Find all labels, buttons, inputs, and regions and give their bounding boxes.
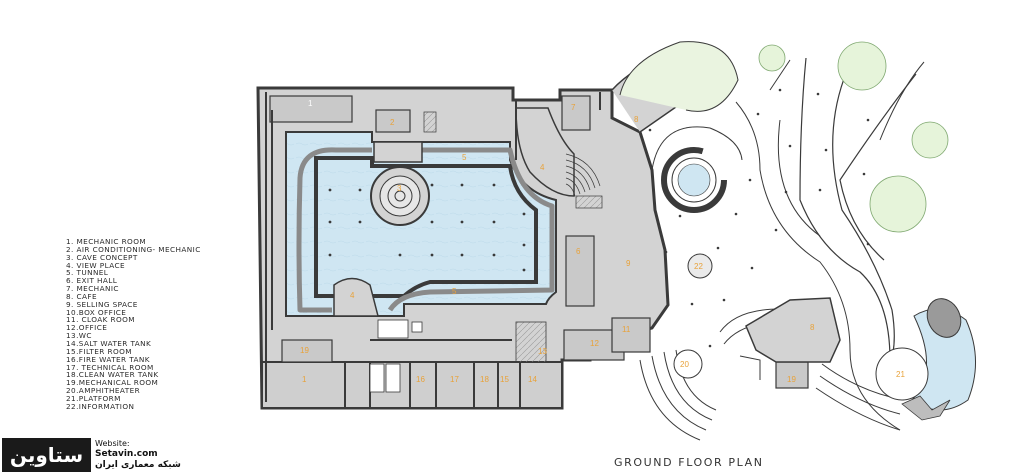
- room-number: 15: [500, 375, 509, 384]
- legend-item: 13.WC: [66, 331, 92, 341]
- room-number: 18: [480, 375, 489, 384]
- room-number: 16: [416, 375, 425, 384]
- legend-item: 6. EXIT HALL: [66, 276, 118, 286]
- legend-item: 15.FILTER ROOM: [66, 346, 132, 356]
- room-number: 17: [450, 375, 459, 384]
- room-number-labels: 1 2 3 4 4 5 5 6 7 8 8 9 11 12 13 14 15 1…: [300, 99, 905, 384]
- outdoor-curves: [611, 41, 925, 431]
- room-number: 4: [540, 163, 545, 172]
- room-number: 13: [538, 347, 547, 356]
- room-number: 5: [452, 287, 457, 296]
- tunnel-path: [296, 147, 555, 313]
- information-kiosk: [687, 253, 713, 279]
- legend-item: 5. TUNNEL: [66, 268, 109, 278]
- legend-item: 16.FIRE WATER TANK: [66, 354, 150, 364]
- trees: [758, 41, 949, 233]
- view-place: [333, 107, 575, 317]
- rooms: [269, 95, 809, 389]
- legend-item: 7. MECHANIC: [66, 284, 119, 294]
- walls: [265, 92, 601, 408]
- legend-item: 2. AIR CONDITIONING- MECHANIC: [66, 244, 201, 254]
- legend-item: 21.PLATFORM: [66, 393, 121, 403]
- amphitheater-stage: [673, 349, 703, 379]
- cave-concept: [370, 141, 430, 226]
- website-tagline: شبکه معماری ایران: [95, 460, 181, 470]
- cafe-block: [745, 297, 841, 363]
- wc-block: [369, 319, 547, 393]
- legend-item: 10.BOX OFFICE: [66, 307, 127, 317]
- room-number: 9: [626, 259, 631, 268]
- legend-item: 11. CLOAK ROOM: [66, 315, 135, 325]
- legend-item: 12.OFFICE: [66, 323, 108, 333]
- room-number: 8: [810, 323, 815, 332]
- plan-title: GROUND FLOOR PLAN: [614, 456, 764, 469]
- legend-item: 20.AMPHITHEATER: [66, 386, 141, 396]
- room-number: 6: [576, 247, 581, 256]
- legend-item: 4. VIEW PLACE: [66, 260, 125, 270]
- room-legend: 1. MECHANIC ROOM 2. AIR CONDITIONING- ME…: [66, 238, 201, 411]
- legend-item: 9. SELLING SPACE: [66, 299, 138, 309]
- room-number: 22: [694, 262, 703, 271]
- room-number: 19: [300, 346, 309, 355]
- legend-item: 18.CLEAN WATER TANK: [66, 370, 159, 380]
- room-number: 20: [680, 360, 689, 369]
- room-number: 19: [787, 375, 796, 384]
- room-number: 1: [308, 99, 313, 108]
- room-number: 2: [390, 118, 395, 127]
- room-number: 4: [350, 291, 355, 300]
- site-dots: [648, 88, 870, 348]
- legend-item: 3. CAVE CONCEPT: [66, 252, 138, 262]
- room-number: 21: [896, 370, 905, 379]
- watermark-site-info: Website: Setavin.com شبکه معماری ایران: [95, 438, 181, 471]
- room-number: 8: [634, 115, 639, 124]
- room-number: 7: [571, 103, 576, 112]
- legend-item: 8. CAFE: [66, 291, 97, 301]
- room-number: 5: [462, 153, 467, 162]
- legend-item: 1. MECHANIC ROOM: [66, 237, 147, 246]
- room-number: 1: [302, 375, 307, 384]
- room-number: 12: [590, 339, 599, 348]
- watermark-logo: ستاوین: [2, 438, 91, 472]
- website-url[interactable]: Setavin.com: [95, 449, 158, 459]
- room-number: 3: [397, 184, 402, 193]
- platform: [875, 298, 976, 421]
- website-label: Website:: [95, 439, 130, 448]
- legend-item: 22.INFORMATION: [66, 401, 135, 411]
- room-number: 14: [528, 375, 537, 384]
- legend-item: 19.MECHANICAL ROOM: [66, 378, 159, 388]
- legend-item: 17. TECHNICAL ROOM: [66, 362, 154, 372]
- legend-item: 14.SALT WATER TANK: [66, 338, 152, 348]
- room-number: 11: [622, 325, 631, 334]
